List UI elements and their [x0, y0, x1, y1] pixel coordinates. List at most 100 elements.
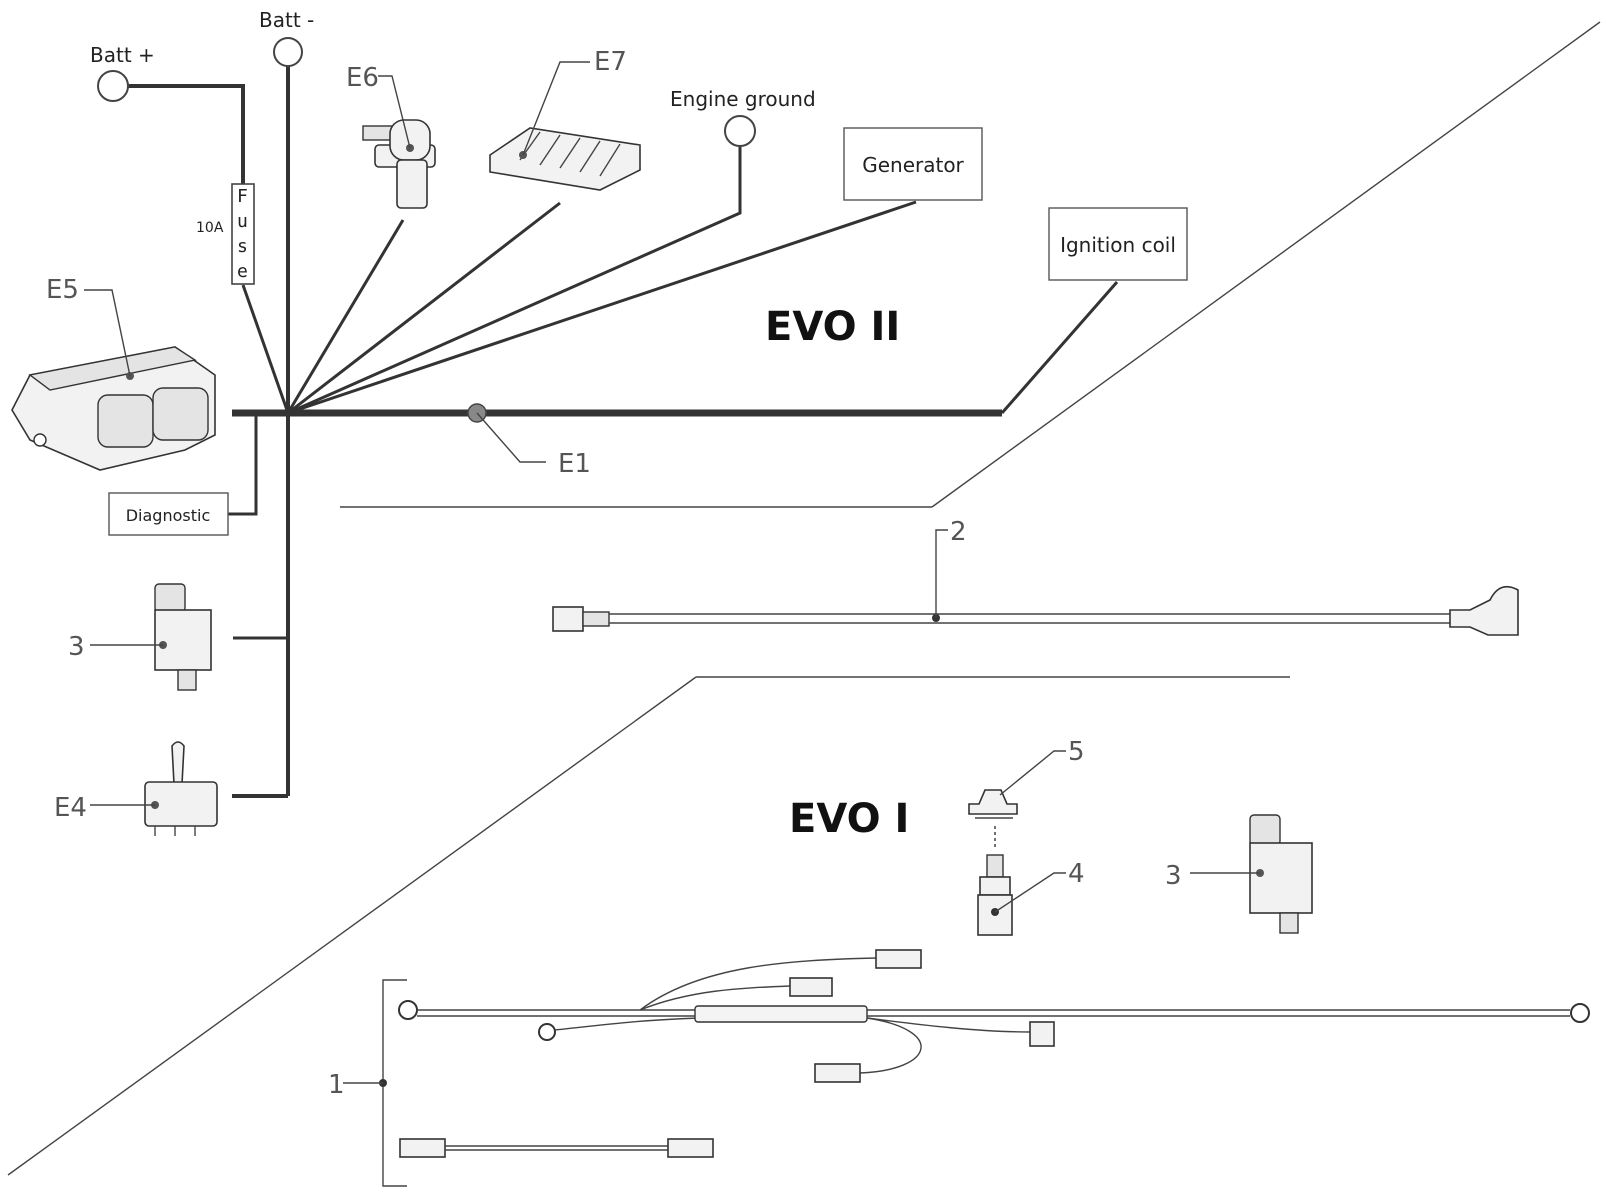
cap-body	[968, 789, 1018, 815]
terminals: Batt + Batt - Engine ground	[90, 8, 816, 147]
e6-wire	[286, 219, 405, 414]
engine-ground-label: Engine ground	[670, 87, 816, 111]
evo2-harness	[113, 62, 1119, 798]
item3-evo1-callout: 3	[1165, 861, 1182, 891]
evo1-title: EVO I	[789, 796, 909, 842]
switch-e4: E4	[54, 741, 218, 836]
evo1-divider-diagonal	[7, 676, 697, 1176]
engine-ground-wire	[287, 146, 742, 415]
relay-evo2-body	[154, 609, 212, 671]
ignition-coil-wire	[1000, 281, 1119, 414]
regulator-e7: E7	[489, 47, 641, 191]
ring-branch-wire	[554, 1017, 701, 1031]
ignition-coil-frame	[1048, 207, 1188, 281]
jumper-connector-right	[667, 1138, 714, 1158]
e1-callout: E1	[558, 449, 591, 479]
batt-minus-terminal	[273, 37, 303, 67]
relay-evo2-pins	[177, 669, 197, 691]
evo2-divider-diagonal	[931, 21, 1601, 508]
item5-leader	[999, 750, 1066, 796]
e7-body	[489, 127, 641, 191]
relay-evo1-body	[1249, 842, 1313, 914]
batt-minus-label: Batt -	[259, 8, 314, 32]
e7-wire	[287, 201, 561, 415]
item4-leader	[994, 872, 1066, 913]
evo1-harness: 1	[328, 949, 1590, 1187]
item4-callout: 4	[1068, 859, 1085, 889]
e6-callout: E6	[346, 63, 379, 93]
e5-leader	[84, 289, 131, 377]
lower-connector-2	[814, 1063, 861, 1083]
section-dividers	[7, 21, 1601, 1176]
fuse: F u s e 10A	[196, 183, 255, 285]
fuse-body	[231, 183, 255, 285]
lower-connector-1	[1029, 1021, 1055, 1047]
ring-terminal-right	[1570, 1003, 1590, 1023]
upper-branch-2	[639, 985, 791, 1011]
e7-fin-5	[599, 143, 621, 177]
diagnostic-label: Diagnostic	[126, 506, 211, 525]
relay-evo2: 3	[68, 583, 212, 691]
e6-leader	[378, 75, 411, 149]
lead-sleeve	[582, 611, 610, 627]
fuse-letter-e: e	[237, 261, 248, 282]
item3-evo2-callout: 3	[68, 632, 85, 662]
e7-callout: E7	[594, 47, 627, 77]
button-plunger	[986, 854, 1004, 878]
ecu-mount-hole	[33, 433, 47, 447]
engine-ground-terminal	[724, 115, 756, 147]
lead-cap	[1449, 585, 1519, 636]
ecu-e5: E5	[11, 275, 216, 471]
fuse-letter-u: u	[237, 211, 248, 232]
batt-plus-wire	[113, 84, 245, 186]
push-button: 4	[977, 854, 1085, 936]
upper-branch-1	[639, 957, 877, 1011]
jumper-connector-left	[399, 1138, 446, 1158]
item5-callout: 5	[1068, 737, 1085, 767]
ignition-coil-label: Ignition coil	[1060, 233, 1176, 257]
item2-callout: 2	[950, 517, 967, 547]
sensor-e6: E6	[346, 63, 436, 209]
e6-tab	[362, 125, 394, 141]
ecu-connector-1	[97, 394, 154, 448]
batt-plus-label: Batt +	[90, 43, 155, 67]
fuse-rating: 10A	[196, 220, 224, 236]
relay-evo1: 3	[1165, 814, 1313, 934]
e5-callout: E5	[46, 275, 79, 305]
generator-wire	[287, 200, 917, 415]
batt-plus-terminal	[97, 70, 129, 102]
ignition-coil-box: Ignition coil	[1048, 207, 1188, 281]
button-collar	[979, 876, 1011, 896]
ecu-top-face	[28, 346, 197, 391]
item2-leader	[935, 529, 948, 618]
ring-terminal-middle	[538, 1023, 556, 1041]
e6-body	[396, 159, 428, 209]
diagnostic-frame	[108, 492, 229, 536]
relay-evo2-bracket	[154, 583, 186, 613]
diagnostic-wire	[228, 413, 258, 516]
upper-connector-1	[875, 949, 922, 969]
fuse-letter-s: s	[237, 236, 248, 257]
e7-fin-4	[579, 140, 601, 173]
evo2-title: EVO II	[765, 304, 900, 350]
upper-connector-2	[789, 977, 833, 997]
fuse-to-junction-wire	[241, 284, 290, 414]
relay-evo1-bracket	[1249, 814, 1281, 846]
e4-callout: E4	[54, 793, 87, 823]
generator-box: Generator	[843, 127, 983, 201]
ecu-connector-2	[152, 387, 209, 441]
e6-head	[389, 119, 431, 161]
e7-leader	[522, 61, 590, 156]
button-cap: 5	[968, 737, 1085, 848]
generator-frame	[843, 127, 983, 201]
lower-branch-2	[859, 1017, 922, 1074]
e4-lever	[171, 741, 185, 785]
fuse-letter-f: F	[237, 186, 248, 207]
lower-branch-1	[866, 1017, 1031, 1033]
generator-label: Generator	[862, 153, 964, 177]
e4-body	[144, 781, 218, 827]
spark-plug-lead: 2	[552, 517, 1519, 636]
item1-callout: 1	[328, 1070, 345, 1100]
relay-evo1-pins	[1279, 912, 1299, 934]
